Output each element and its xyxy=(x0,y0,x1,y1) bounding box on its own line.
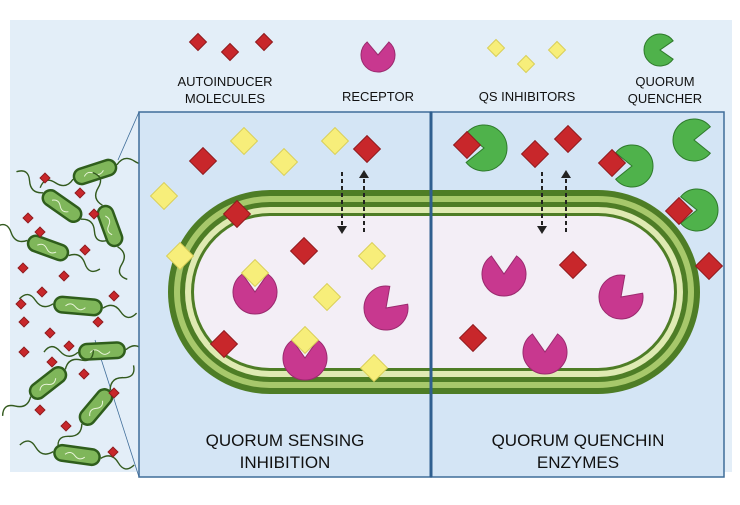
autoinducer-dot xyxy=(78,368,90,380)
small-bacterium xyxy=(16,170,108,242)
autoinducer-dot xyxy=(63,340,75,352)
receptor-molecule xyxy=(481,255,527,297)
receptor-molecule xyxy=(282,339,328,381)
receptor-molecule xyxy=(598,274,644,320)
autoinducer-dot xyxy=(34,404,46,416)
autoinducer-molecule xyxy=(188,146,218,176)
small-bacterium xyxy=(19,440,135,470)
small-bacterium xyxy=(18,293,138,319)
legend-autoinducer-label-1: AUTOINDUCER xyxy=(177,74,272,89)
autoinducer-dot xyxy=(18,346,30,358)
autoinducer-dot xyxy=(17,262,29,274)
autoinducer-icon xyxy=(254,32,274,52)
autoinducer-dot xyxy=(74,187,86,199)
legend-quorum-quencher-label-1: QUORUM xyxy=(635,74,694,89)
qs-inhibitor-molecule xyxy=(240,258,270,288)
transport-arrows-right xyxy=(537,170,571,234)
legend-autoinducer-label-2: MOLECULES xyxy=(185,91,266,106)
autoinducer-molecule xyxy=(597,148,627,178)
molecules-layer xyxy=(149,118,724,383)
autoinducer-dot xyxy=(107,446,119,458)
inhibitor-icon xyxy=(547,40,567,60)
qs-inhibitor-molecule xyxy=(149,181,179,211)
small-bacterium xyxy=(0,223,101,273)
autoinducer-dot xyxy=(92,316,104,328)
receptor-molecule xyxy=(232,273,278,315)
autoinducer-dot xyxy=(108,290,120,302)
qs-inhibitor-molecule xyxy=(359,353,389,383)
receptor-molecule xyxy=(522,333,568,375)
bacteria-colony xyxy=(0,156,161,470)
left-panel-title-line2: INHIBITION xyxy=(240,453,331,472)
legend-qs-inhibitors-label: QS INHIBITORS xyxy=(479,89,576,104)
zoom-line-bottom xyxy=(94,339,140,478)
inhibitor-icon xyxy=(486,38,506,58)
autoinducer-dot xyxy=(22,212,34,224)
autoinducer-molecule xyxy=(222,199,252,229)
autoinducer-dot xyxy=(34,226,46,238)
autoinducer-molecule xyxy=(558,250,588,280)
small-bacterium xyxy=(39,156,151,188)
autoinducer-molecule xyxy=(664,196,694,226)
autoinducer-dot xyxy=(18,316,30,328)
small-bacterium xyxy=(92,172,128,280)
autoinducer-molecule xyxy=(694,251,724,281)
qs-inhibitor-molecule xyxy=(320,126,350,156)
right-panel-title-line1: QUORUM QUENCHIN xyxy=(492,431,665,450)
small-bacterium xyxy=(43,341,161,361)
right-panel-title-line2: ENZYMES xyxy=(537,453,619,472)
legend-receptor-label: RECEPTOR xyxy=(342,89,414,104)
autoinducer-molecule xyxy=(520,139,550,169)
quorum-quencher-enzyme xyxy=(465,124,508,172)
autoinducer-molecule xyxy=(553,124,583,154)
legend-quorum-quencher-label-2: QUENCHER xyxy=(628,91,702,106)
autoinducer-dot xyxy=(60,420,72,432)
autoinducer-molecule xyxy=(352,134,382,164)
inhibitor-icon xyxy=(516,54,536,74)
autoinducer-dot xyxy=(44,327,56,339)
legend-icons xyxy=(188,32,674,74)
receptor-molecule xyxy=(363,285,409,331)
autoinducer-dot xyxy=(58,270,70,282)
autoinducer-dot xyxy=(88,208,100,220)
autoinducer-dot xyxy=(15,298,27,310)
autoinducer-icon xyxy=(188,32,208,52)
small-bacterium xyxy=(57,365,135,449)
autoinducer-molecule xyxy=(458,323,488,353)
quorum-quencher-enzyme xyxy=(672,118,712,162)
autoinducer-molecule xyxy=(209,329,239,359)
qs-inhibitor-molecule xyxy=(357,241,387,271)
qs-inhibitor-molecule xyxy=(312,282,342,312)
autoinducer-dot xyxy=(36,286,48,298)
autoinducer-dot xyxy=(108,387,120,399)
autoinducer-molecule xyxy=(289,236,319,266)
qs-inhibitor-molecule xyxy=(290,325,320,355)
left-panel-title-line1: QUORUM SENSING xyxy=(206,431,365,450)
receptor-icon xyxy=(360,41,396,73)
qs-inhibitor-molecule xyxy=(269,147,299,177)
quorum-quencher-enzyme xyxy=(614,144,654,188)
autoinducer-dot xyxy=(79,244,91,256)
quencher-icon xyxy=(643,33,674,67)
autoinducer-icon xyxy=(220,42,240,62)
qs-inhibitor-molecule xyxy=(165,241,195,271)
zoom-line-top xyxy=(117,111,140,161)
autoinducer-dot xyxy=(39,172,51,184)
autoinducer-molecule xyxy=(452,130,482,160)
small-bacterium xyxy=(1,350,95,416)
qs-inhibitor-molecule xyxy=(229,126,259,156)
autoinducer-dot xyxy=(46,356,58,368)
quorum-quencher-enzyme xyxy=(679,188,719,232)
transport-arrows-left xyxy=(337,170,369,234)
